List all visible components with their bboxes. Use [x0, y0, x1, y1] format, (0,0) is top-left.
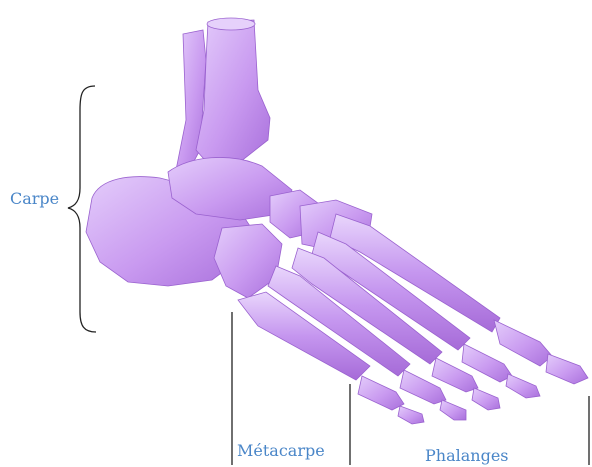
label-carpe: Carpe [10, 190, 59, 208]
label-phalanges: Phalanges [425, 447, 509, 465]
leg-bones [176, 18, 270, 176]
tibia [196, 20, 270, 166]
label-metacarpe: Métacarpe [237, 442, 325, 460]
